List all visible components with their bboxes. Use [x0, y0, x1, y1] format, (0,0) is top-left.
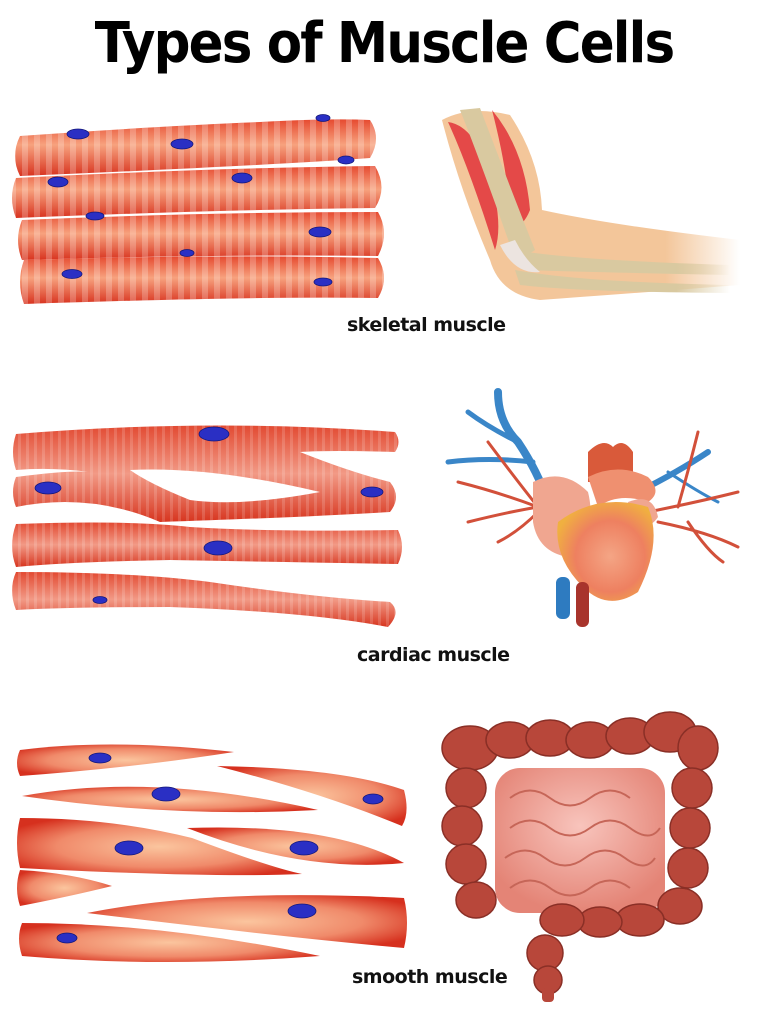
arm-elbow-illustration [430, 100, 750, 300]
intestines-illustration [440, 708, 720, 1003]
section-label-smooth: smooth muscle [352, 966, 508, 988]
smooth-muscle-cells-illustration [12, 738, 412, 963]
skeletal-muscle-cells-illustration [10, 108, 390, 308]
cardiac-muscle-cells-illustration [10, 412, 410, 632]
page-title: Types of Muscle Cells [94, 11, 675, 76]
heart-illustration [438, 382, 758, 632]
section-label-skeletal: skeletal muscle [347, 314, 506, 336]
section-label-cardiac: cardiac muscle [357, 644, 510, 666]
